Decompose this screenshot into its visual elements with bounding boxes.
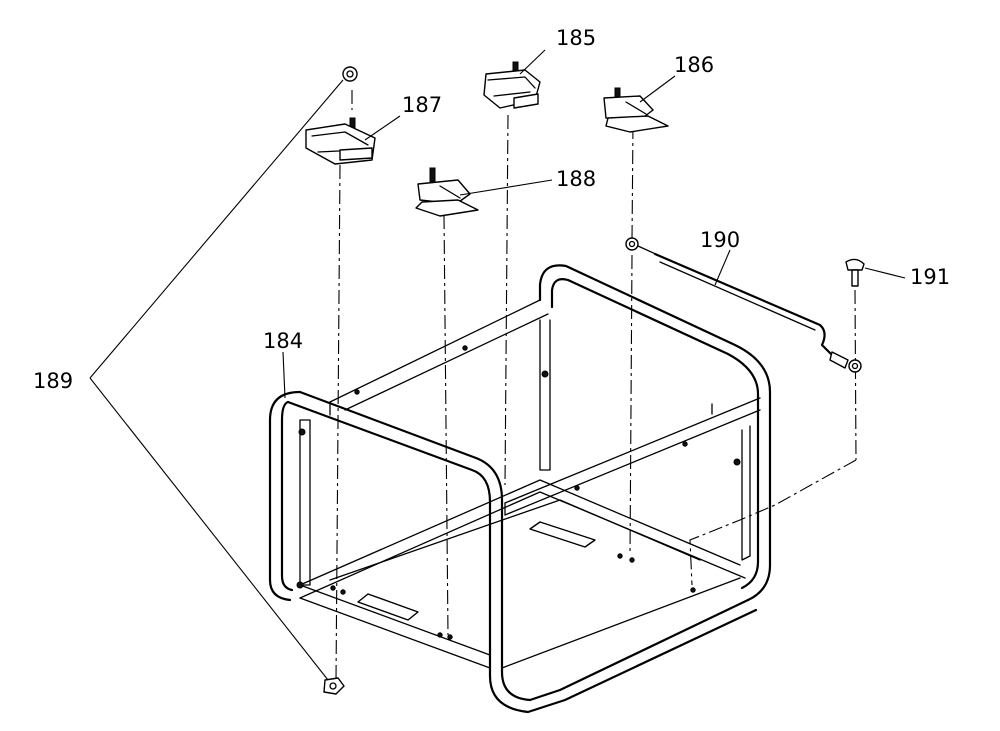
mount-188 bbox=[415, 167, 479, 217]
ground-cable-190 bbox=[625, 237, 862, 373]
label-184: 184 bbox=[263, 329, 303, 353]
mount-187 bbox=[305, 117, 376, 165]
mount-186 bbox=[603, 87, 669, 133]
screw-191 bbox=[845, 258, 865, 287]
label-189: 189 bbox=[33, 369, 73, 393]
frame-184 bbox=[268, 264, 772, 714]
assembly-center-lines bbox=[335, 90, 857, 681]
label-190: 190 bbox=[700, 228, 740, 252]
part-labels: 184 185 186 187 188 189 190 191 bbox=[33, 26, 950, 393]
label-191: 191 bbox=[910, 265, 950, 289]
label-188: 188 bbox=[556, 167, 596, 191]
label-186: 186 bbox=[674, 53, 714, 77]
nut-189 bbox=[323, 66, 358, 695]
label-187: 187 bbox=[402, 93, 442, 117]
label-185: 185 bbox=[556, 26, 596, 50]
mount-185 bbox=[483, 61, 541, 109]
leader-lines bbox=[89, 49, 906, 681]
